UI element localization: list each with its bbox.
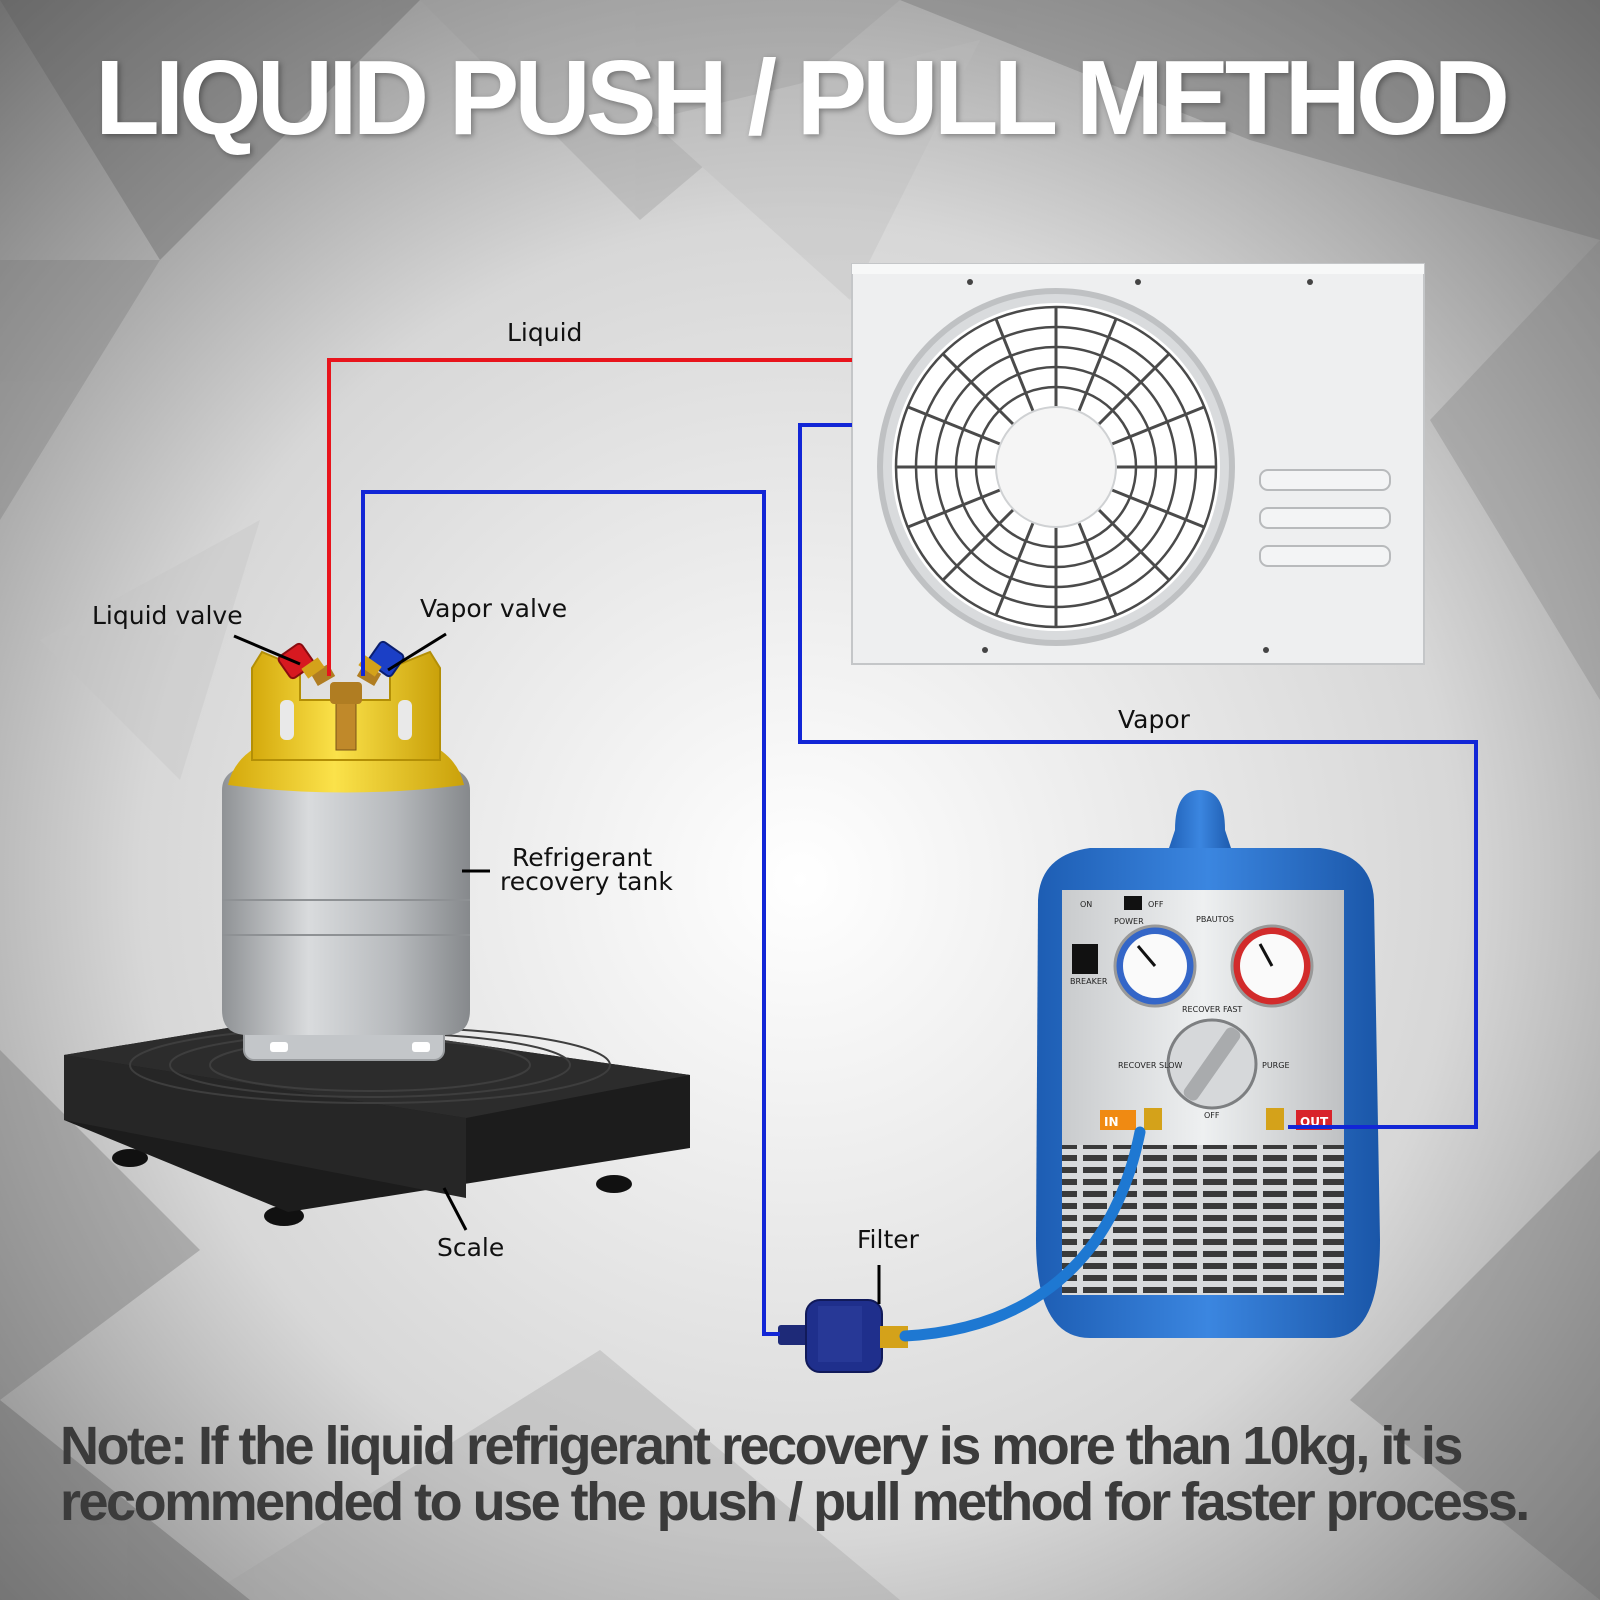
vapor-valve-pointer (387, 632, 447, 672)
recover-slow-label: RECOVER SLOW (1118, 1061, 1183, 1070)
recover-fast-label: RECOVER FAST (1182, 1005, 1242, 1014)
note-line-2: recommended to use the push / pull metho… (60, 1472, 1530, 1532)
high-pressure-gauge (1230, 924, 1314, 1008)
in-port-label: IN (1104, 1115, 1119, 1129)
liquid-valve-label: Liquid valve (92, 601, 243, 630)
vapor-line-label: Vapor (1118, 705, 1190, 734)
filter-drier (778, 1299, 908, 1373)
filter-label: Filter (857, 1225, 919, 1254)
scale-label: Scale (437, 1233, 505, 1262)
tank-label-line2: recovery tank (500, 867, 673, 896)
power-on-label: ON (1080, 900, 1092, 909)
power-off-label: OFF (1148, 900, 1164, 909)
power-label: POWER (1114, 917, 1144, 926)
recovery-tank (222, 650, 470, 1061)
knob-off-label: OFF (1204, 1111, 1220, 1120)
note-line-1: Note: If the liquid refrigerant recovery… (60, 1416, 1463, 1476)
purge-label: PURGE (1262, 1061, 1290, 1070)
liquid-valve-pointer (233, 634, 301, 666)
note-text: Note: If the liquid refrigerant recovery… (60, 1418, 1560, 1530)
scale-pointer (442, 1187, 468, 1231)
breaker-label: BREAKER (1070, 977, 1108, 986)
charging-hose (899, 1126, 1146, 1342)
liquid-line-label: Liquid (507, 318, 583, 347)
recovery-machine (1036, 790, 1380, 1338)
vapor-line-tank (361, 490, 780, 1336)
liquid-line (327, 358, 852, 676)
page-title: LIQUID PUSH / PULL METHOD (94, 39, 1510, 157)
fan-grille (877, 288, 1235, 646)
ac-condenser-unit (851, 263, 1425, 665)
brand-label: PBAUTOS (1196, 915, 1234, 924)
vapor-line-ac (798, 423, 1478, 1129)
low-pressure-gauge (1113, 924, 1197, 1008)
ac-vents (1259, 469, 1391, 567)
vapor-valve-label: Vapor valve (420, 594, 568, 623)
mode-knob (1166, 1018, 1258, 1110)
digital-scale (64, 1018, 690, 1226)
tank-label-line1: Refrigerant (512, 843, 653, 872)
